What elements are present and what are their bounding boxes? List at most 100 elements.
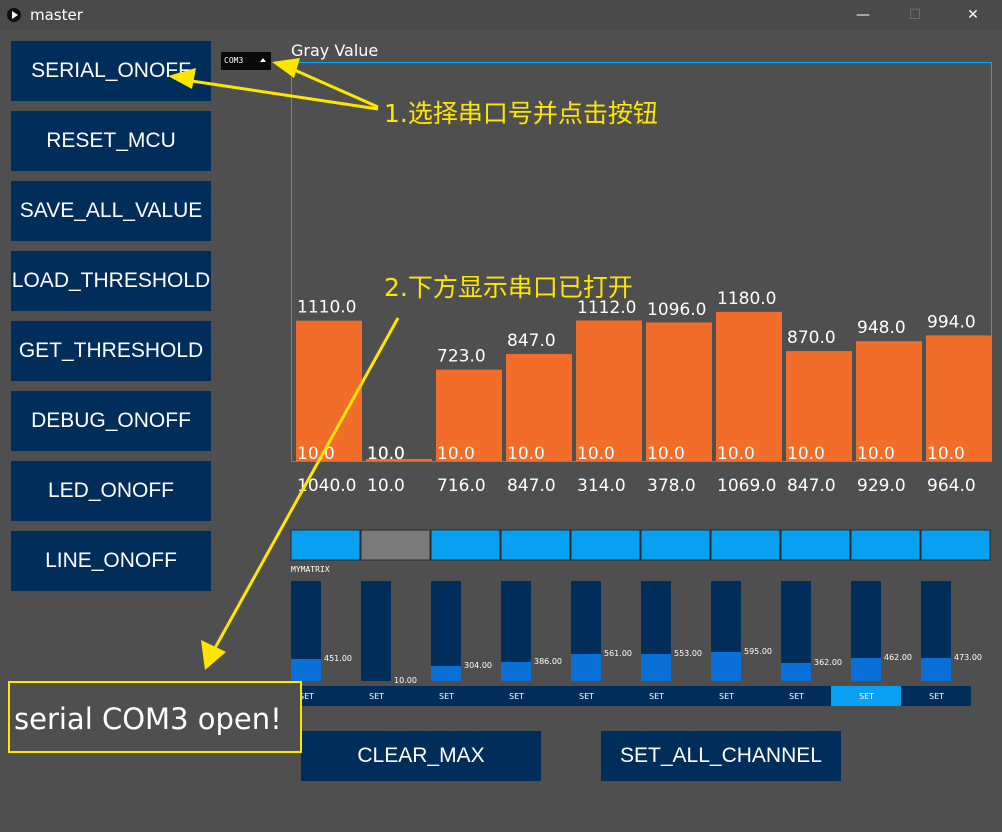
set-button[interactable]: SET bbox=[789, 692, 804, 701]
matrix-slider-value: 462.00 bbox=[884, 653, 912, 662]
chart-bar bbox=[926, 335, 992, 461]
channel-toggle[interactable] bbox=[850, 529, 921, 561]
debug-onoff-button[interactable]: DEBUG_ONOFF bbox=[11, 391, 211, 451]
chevron-up-icon bbox=[260, 58, 266, 62]
set-button[interactable]: SET bbox=[859, 692, 874, 701]
annotation-arrow bbox=[213, 317, 400, 649]
chart-bar bbox=[576, 320, 642, 461]
bar-top-label: 1180.0 bbox=[717, 289, 776, 309]
matrix-slider[interactable] bbox=[361, 581, 391, 681]
matrix-slider-value: 451.00 bbox=[324, 654, 352, 663]
chart-bar bbox=[786, 351, 852, 461]
maximize-button[interactable]: ☐ bbox=[908, 7, 922, 23]
bar-current-label: 1040.0 bbox=[297, 476, 356, 496]
bar-min-label: 10.0 bbox=[367, 444, 405, 464]
chart-bar bbox=[296, 320, 362, 461]
set-button[interactable]: SET bbox=[509, 692, 524, 701]
reset-mcu-button[interactable]: RESET_MCU bbox=[11, 111, 211, 171]
arrow-head-icon bbox=[201, 640, 226, 670]
serial-onoff-button[interactable]: SERIAL_ONOFF bbox=[11, 41, 211, 101]
get-threshold-button[interactable]: GET_THRESHOLD bbox=[11, 321, 211, 381]
set-button[interactable]: SET bbox=[929, 692, 944, 701]
bar-current-label: 716.0 bbox=[437, 476, 486, 496]
matrix-slider-fill bbox=[431, 666, 461, 681]
channel-toggle[interactable] bbox=[640, 529, 711, 561]
channel-toggle[interactable] bbox=[360, 529, 431, 561]
matrix-slider-value: 561.00 bbox=[604, 649, 632, 658]
channel-toggle[interactable] bbox=[780, 529, 851, 561]
chart-title: Gray Value bbox=[291, 41, 379, 60]
set-button-active[interactable] bbox=[831, 686, 901, 706]
bar-top-label: 847.0 bbox=[507, 331, 556, 351]
matrix-slider-fill bbox=[851, 658, 881, 681]
bar-current-label: 1069.0 bbox=[717, 476, 776, 496]
clear-max-button[interactable]: CLEAR_MAX bbox=[301, 731, 541, 781]
matrix-slider-value: 362.00 bbox=[814, 658, 842, 667]
channel-toggle[interactable] bbox=[290, 529, 361, 561]
matrix-slider-value: 553.00 bbox=[674, 649, 702, 658]
chart-bar bbox=[436, 369, 502, 461]
chart-bar bbox=[506, 353, 572, 461]
set-button[interactable]: SET bbox=[649, 692, 664, 701]
matrix-slider-value: 10.00 bbox=[394, 676, 417, 685]
set-button[interactable]: SET bbox=[439, 692, 454, 701]
save-all-value-button[interactable]: SAVE_ALL_VALUE bbox=[11, 181, 211, 241]
chart-bar bbox=[646, 322, 712, 461]
set-button[interactable]: SET bbox=[719, 692, 734, 701]
bar-current-label: 847.0 bbox=[507, 476, 556, 496]
set-button[interactable]: SET bbox=[299, 692, 314, 701]
annotation-arrow bbox=[184, 78, 379, 111]
load-threshold-button[interactable]: LOAD_THRESHOLD bbox=[11, 251, 211, 311]
bar-top-label: 723.0 bbox=[437, 347, 486, 367]
matrix-slider-fill bbox=[291, 659, 321, 681]
set-button[interactable]: SET bbox=[579, 692, 594, 701]
bar-min-label: 10.0 bbox=[577, 444, 615, 464]
chart-bar bbox=[716, 311, 782, 461]
bar-top-label: 994.0 bbox=[927, 312, 976, 332]
channel-toggle[interactable] bbox=[500, 529, 571, 561]
window-title: master bbox=[30, 6, 83, 24]
bar-min-label: 10.0 bbox=[647, 444, 685, 464]
chart-bar bbox=[856, 341, 922, 461]
arrow-head-icon bbox=[168, 68, 196, 89]
matrix-slider-fill bbox=[501, 662, 531, 681]
app-icon bbox=[7, 8, 21, 22]
bar-min-label: 10.0 bbox=[717, 444, 755, 464]
channel-toggle[interactable] bbox=[430, 529, 501, 561]
bar-current-label: 847.0 bbox=[787, 476, 836, 496]
bar-current-label: 964.0 bbox=[927, 476, 976, 496]
bar-top-label: 948.0 bbox=[857, 318, 906, 338]
matrix-slider[interactable] bbox=[431, 581, 461, 681]
line-onoff-button[interactable]: LINE_ONOFF bbox=[11, 531, 211, 591]
bar-min-label: 10.0 bbox=[507, 444, 545, 464]
minimize-button[interactable]: — bbox=[856, 7, 870, 23]
matrix-slider-fill bbox=[711, 652, 741, 681]
arrow-head-icon bbox=[272, 58, 300, 78]
bar-current-label: 378.0 bbox=[647, 476, 696, 496]
bar-current-label: 929.0 bbox=[857, 476, 906, 496]
set-button[interactable]: SET bbox=[369, 692, 384, 701]
channel-toggle[interactable] bbox=[570, 529, 641, 561]
bar-top-label: 1096.0 bbox=[647, 300, 706, 320]
bar-current-label: 10.0 bbox=[367, 476, 405, 496]
set-all-channel-button[interactable]: SET_ALL_CHANNEL bbox=[601, 731, 841, 781]
com-port-select[interactable]: COM3 bbox=[221, 52, 271, 70]
bar-min-label: 10.0 bbox=[857, 444, 895, 464]
bar-min-label: 10.0 bbox=[787, 444, 825, 464]
annotation-arrow bbox=[289, 66, 379, 109]
annotation-step1: 1.选择串口号并点击按钮 bbox=[384, 99, 658, 128]
matrix-slider-value: 386.00 bbox=[534, 657, 562, 666]
led-onoff-button[interactable]: LED_ONOFF bbox=[11, 461, 211, 521]
chart-frame bbox=[291, 62, 992, 462]
bar-top-label: 10.0 bbox=[367, 444, 405, 464]
bar-current-label: 314.0 bbox=[577, 476, 626, 496]
chart-bar bbox=[366, 459, 432, 461]
channel-toggle[interactable] bbox=[920, 529, 991, 561]
bar-min-label: 10.0 bbox=[297, 444, 335, 464]
channel-toggle[interactable] bbox=[710, 529, 781, 561]
annotation-step2: 2.下方显示串口已打开 bbox=[384, 273, 633, 302]
matrix-label: MYMATRIX bbox=[291, 565, 330, 574]
matrix-slider-value: 473.00 bbox=[954, 653, 982, 662]
close-button[interactable]: ✕ bbox=[967, 7, 979, 23]
